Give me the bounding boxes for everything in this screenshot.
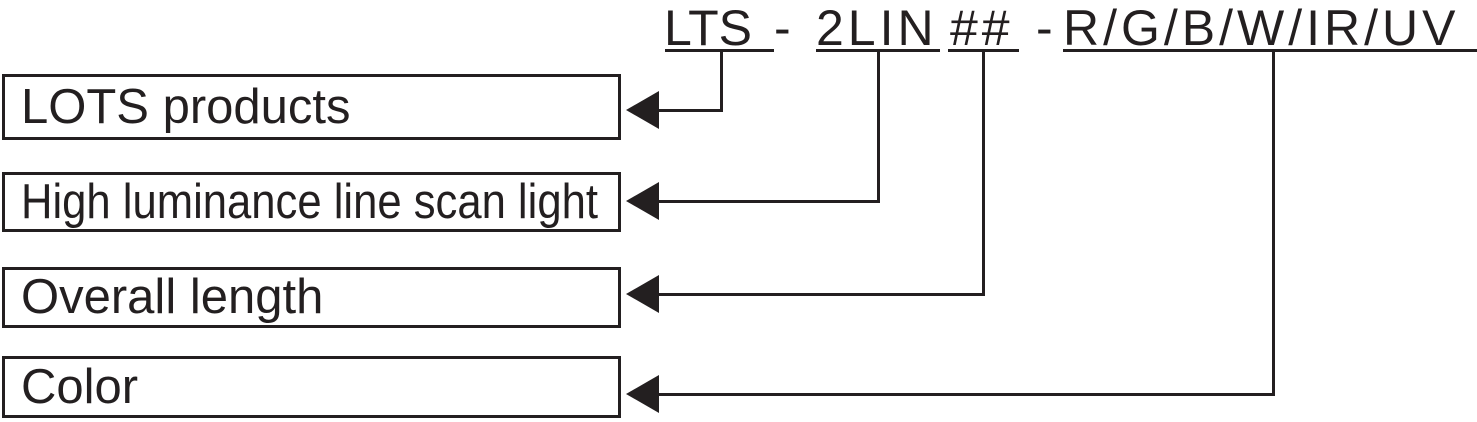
underline-lts [665,49,774,52]
label-text: Color [21,359,139,414]
label-text: LOTS products [21,79,351,134]
label-box-overall-length: Overall length [2,267,621,328]
connector-horizontal-color [655,393,1275,396]
label-text: Overall length [21,270,324,324]
left-arrowhead-icon [626,375,659,413]
label-box-high-luminance-line-scan-light: High luminance line scan light [2,172,621,232]
code-segment-length: ## [950,0,1014,56]
underline-length [948,49,1019,52]
underline-color [1063,49,1477,52]
code-separator: - [1036,0,1053,56]
connector-horizontal-2lin [655,200,880,203]
code-separator: - [774,0,791,56]
left-arrowhead-icon [626,275,659,313]
connector-horizontal-lts [655,109,723,112]
connector-vertical-length [982,52,985,296]
label-text: High luminance line scan light [21,174,598,229]
connector-vertical-color [1272,52,1275,396]
underline-2lin [816,49,940,52]
connector-vertical-2lin [877,52,880,203]
label-box-color: Color [2,356,621,418]
code-segment-lts: LTS [664,0,752,56]
code-segment-2lin: 2LIN [816,0,938,56]
left-arrowhead-icon [626,182,659,220]
label-box-lots-products: LOTS products [2,74,621,140]
connector-vertical-lts [720,52,723,112]
connector-horizontal-length [655,293,985,296]
code-segment-color: R/G/B/W/IR/UV [1063,0,1460,56]
left-arrowhead-icon [626,91,659,129]
